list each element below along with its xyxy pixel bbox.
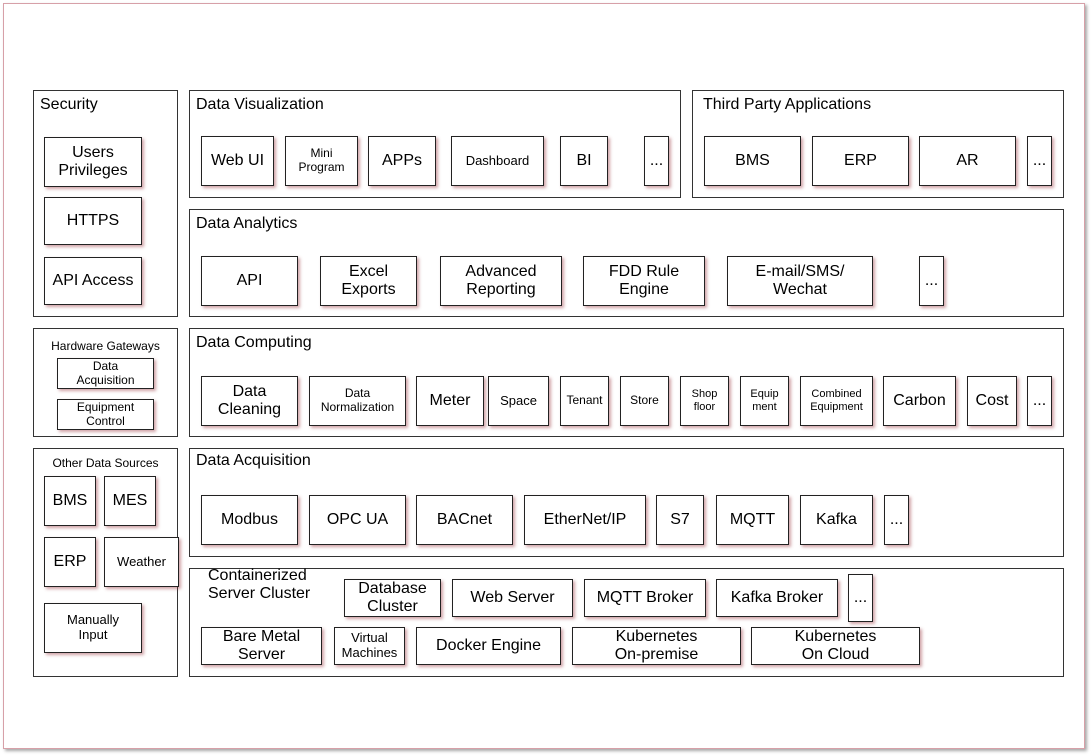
api-box: API [201, 256, 298, 306]
web-ui-box: Web UI [201, 136, 274, 186]
data-cleaning-box: Data Cleaning [201, 376, 298, 426]
database-cluster-box: Database Cluster [344, 579, 441, 617]
gateway-data-acquisition-box: Data Acquisition [57, 358, 154, 389]
source-manually-input-box: Manually Input [44, 603, 142, 653]
store-box: Store [620, 376, 669, 426]
data-visualization-title: Data Visualization [196, 96, 324, 113]
analytics-more-box: ... [919, 256, 944, 306]
excel-exports-box: Excel Exports [320, 256, 417, 306]
source-mes-box: MES [104, 476, 156, 526]
data-computing-title: Data Computing [196, 334, 312, 351]
mini-program-box: Mini Program [285, 136, 358, 186]
acquisition-more-box: ... [884, 495, 909, 545]
third-party-more-box: ... [1027, 136, 1052, 186]
computing-more-box: ... [1027, 376, 1052, 426]
carbon-box: Carbon [883, 376, 956, 426]
modbus-box: Modbus [201, 495, 298, 545]
space-box: Space [488, 376, 549, 426]
dashboard-box: Dashboard [451, 136, 544, 186]
third-party-bms-box: BMS [704, 136, 801, 186]
meter-box: Meter [416, 376, 484, 426]
kafka-box: Kafka [800, 495, 873, 545]
opc-ua-box: OPC UA [309, 495, 406, 545]
kubernetes-on-cloud-box: Kubernetes On Cloud [751, 627, 920, 665]
data-analytics-title: Data Analytics [196, 215, 298, 232]
data-acquisition-title: Data Acquisition [196, 452, 311, 469]
visualization-more-box: ... [644, 136, 669, 186]
mqtt-box: MQTT [716, 495, 789, 545]
ethernet-ip-box: EtherNet/IP [524, 495, 646, 545]
users-privileges-box: Users Privileges [44, 137, 142, 187]
server-cluster-title: Containerized Server Cluster [208, 567, 311, 603]
bacnet-box: BACnet [416, 495, 513, 545]
source-bms-box: BMS [44, 476, 96, 526]
web-server-box: Web Server [452, 579, 573, 617]
third-party-erp-box: ERP [812, 136, 909, 186]
api-access-box: API Access [44, 257, 142, 305]
tenant-box: Tenant [560, 376, 609, 426]
equipment-box: Equip ment [740, 376, 789, 426]
fdd-rule-engine-box: FDD Rule Engine [583, 256, 705, 306]
virtual-machines-box: Virtual Machines [334, 627, 405, 665]
cluster-more-box: ... [848, 574, 873, 622]
mqtt-broker-box: MQTT Broker [584, 579, 706, 617]
other-data-sources-title: Other Data Sources [52, 456, 159, 470]
bi-box: BI [560, 136, 608, 186]
source-erp-box: ERP [44, 537, 96, 587]
advanced-reporting-box: Advanced Reporting [440, 256, 562, 306]
data-normalization-box: Data Normalization [309, 376, 406, 426]
third-party-ar-box: AR [919, 136, 1016, 186]
kubernetes-on-premise-box: Kubernetes On-premise [572, 627, 741, 665]
email-sms-wechat-box: E-mail/SMS/ Wechat [727, 256, 873, 306]
apps-box: APPs [368, 136, 436, 186]
combined-equipment-box: Combined Equipment [800, 376, 873, 426]
hardware-gateways-title: Hardware Gateways [51, 339, 160, 353]
s7-box: S7 [656, 495, 704, 545]
docker-engine-box: Docker Engine [416, 627, 561, 665]
source-weather-box: Weather [104, 537, 179, 587]
bare-metal-server-box: Bare Metal Server [201, 627, 322, 665]
cost-box: Cost [967, 376, 1017, 426]
gateway-equipment-control-box: Equipment Control [57, 399, 154, 430]
shop-floor-box: Shop floor [680, 376, 729, 426]
kafka-broker-box: Kafka Broker [716, 579, 838, 617]
security-title: Security [40, 96, 98, 113]
third-party-title: Third Party Applications [703, 96, 872, 113]
https-box: HTTPS [44, 197, 142, 245]
